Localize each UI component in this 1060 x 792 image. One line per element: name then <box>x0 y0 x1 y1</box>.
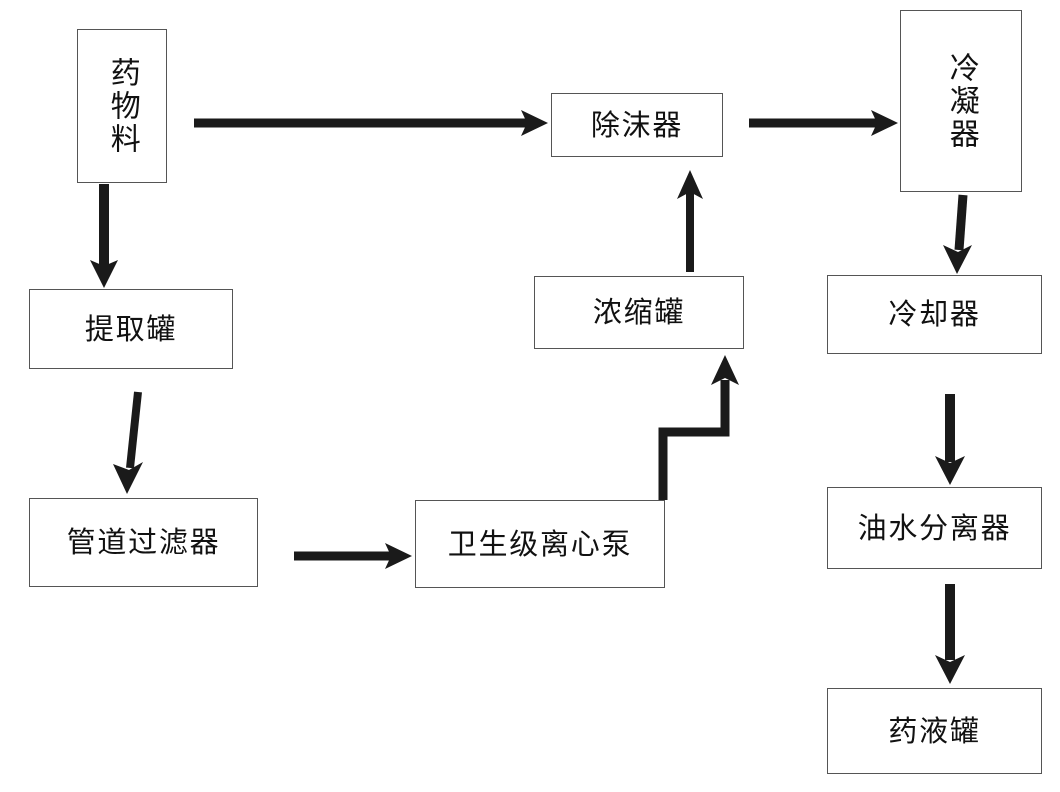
edge-separator-to-tank <box>935 584 965 684</box>
node-condenser-label: 冷凝器 <box>943 51 979 151</box>
node-liquid-medicine-tank-label: 药液罐 <box>888 713 981 748</box>
node-extraction-tank-label: 提取罐 <box>84 311 178 346</box>
node-condenser[interactable]: 冷凝器 <box>900 10 1022 192</box>
node-concentration-tank[interactable]: 浓缩罐 <box>534 276 744 349</box>
node-oil-water-separator-label: 油水分离器 <box>857 510 1012 545</box>
edge-pump-to-concentration <box>658 355 739 500</box>
node-sanitary-centrifugal-pump[interactable]: 卫生级离心泵 <box>415 500 665 588</box>
edge-concentration-to-demister <box>677 170 703 272</box>
node-extraction-tank[interactable]: 提取罐 <box>29 289 233 369</box>
node-cooler-label: 冷却器 <box>888 297 981 332</box>
node-demister-label: 除沫器 <box>590 107 684 142</box>
edge-material-to-demister <box>194 110 548 136</box>
node-drug-material-label: 药物料 <box>104 56 140 156</box>
edge-extraction-to-filter <box>113 391 143 494</box>
edge-demister-to-condenser <box>749 110 898 136</box>
node-concentration-tank-label: 浓缩罐 <box>592 295 686 330</box>
node-drug-material[interactable]: 药物料 <box>77 29 167 183</box>
edge-material-to-extraction <box>90 184 118 288</box>
node-sanitary-centrifugal-pump-label: 卫生级离心泵 <box>447 526 633 561</box>
edge-condenser-to-cooler <box>943 194 972 274</box>
node-cooler[interactable]: 冷却器 <box>827 275 1042 354</box>
node-liquid-medicine-tank[interactable]: 药液罐 <box>827 688 1042 774</box>
edge-filter-to-pump <box>294 543 412 569</box>
node-oil-water-separator[interactable]: 油水分离器 <box>827 487 1042 569</box>
edge-cooler-to-separator <box>935 394 965 485</box>
node-pipeline-filter[interactable]: 管道过滤器 <box>29 498 258 587</box>
node-pipeline-filter-label: 管道过滤器 <box>66 525 221 560</box>
node-demister[interactable]: 除沫器 <box>551 93 723 157</box>
